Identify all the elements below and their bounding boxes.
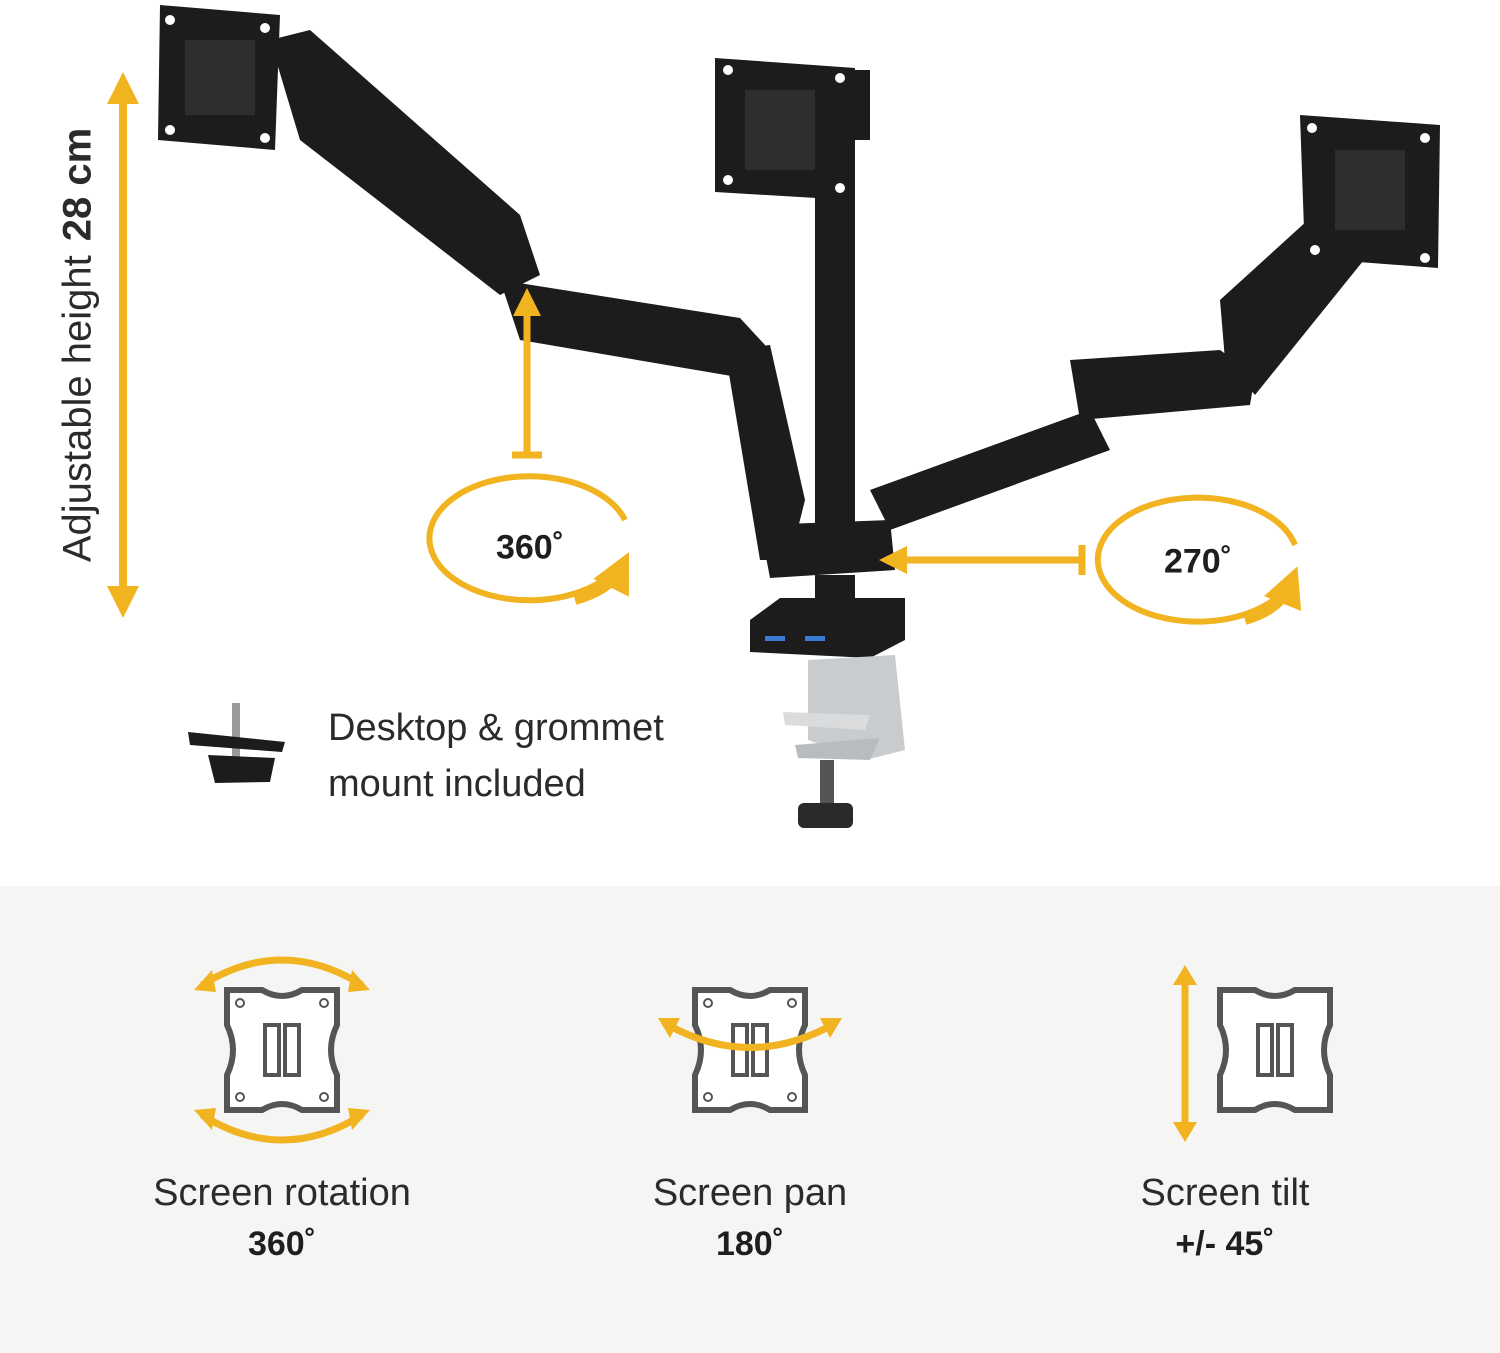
- left-arm-icon: [270, 30, 805, 560]
- right-rotation-degrees: 270˚: [1163, 542, 1233, 581]
- feature-screen-rotation: Screen rotation 360˚: [112, 940, 452, 1264]
- center-pole-icon: [715, 58, 870, 540]
- feature-value: +/- 45˚: [1175, 1225, 1275, 1263]
- monitor-arm-illustration: [107, 5, 1440, 828]
- rotation-icon: [194, 956, 370, 1144]
- feature-label: Screen tilt: [1140, 1172, 1310, 1214]
- height-value-text: 28 cm: [55, 127, 100, 242]
- left-vesa-plate-icon: [158, 5, 280, 150]
- desk-clamp-icon: [750, 520, 905, 828]
- left-rotation-arrow-icon: [426, 288, 629, 605]
- left-rotation-degrees: 360˚: [495, 528, 565, 567]
- right-rotation-arrow-icon: [879, 494, 1302, 625]
- feature-label: Screen rotation: [153, 1172, 411, 1214]
- feature-screen-tilt: Screen tilt +/- 45˚: [1055, 940, 1395, 1264]
- adjustable-height-label: Adjustable height 28 cm: [56, 128, 101, 562]
- height-label-text: Adjustable height: [55, 255, 100, 563]
- mount-line-1: Desktop & grommet: [328, 707, 664, 749]
- pan-icon: [658, 987, 842, 1113]
- right-arm-icon: [870, 200, 1380, 530]
- mount-line-2: mount included: [328, 763, 586, 805]
- mount-included-text: Desktop & grommet mount included: [328, 700, 664, 812]
- tilt-icon: [1173, 965, 1333, 1142]
- feature-screen-pan: Screen pan 180˚: [580, 940, 920, 1264]
- feature-value: 360˚: [247, 1225, 317, 1263]
- grommet-mount-icon: [188, 703, 285, 783]
- feature-label: Screen pan: [652, 1172, 848, 1214]
- right-vesa-plate-icon: [1300, 115, 1440, 268]
- feature-value: 180˚: [715, 1225, 785, 1263]
